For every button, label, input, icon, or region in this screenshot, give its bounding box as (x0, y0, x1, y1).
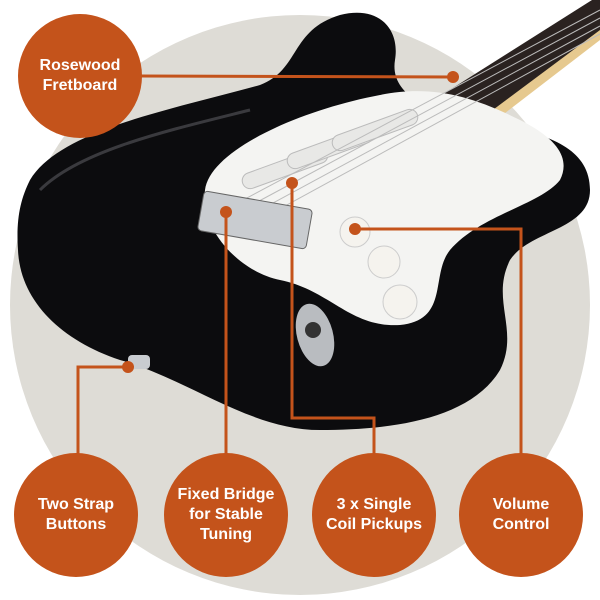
callout-dots (122, 71, 459, 373)
callout-label: Two Strap Buttons (37, 496, 115, 533)
callout-label: Volume Control (492, 496, 550, 533)
callout-pickups: 3 x Single Coil Pickups (312, 453, 436, 577)
callout-volume: Volume Control (459, 453, 583, 577)
callout-label: Fixed Bridge for Stable Tuning (177, 486, 275, 543)
callout-fretboard: Rosewood Fretboard (18, 14, 142, 138)
fretboard (418, 0, 600, 130)
callout-lines (76, 74, 523, 455)
callout-label: Rosewood Fretboard (39, 57, 121, 94)
callout-strap-buttons: Two Strap Buttons (14, 453, 138, 577)
callout-bridge: Fixed Bridge for Stable Tuning (164, 453, 288, 577)
callout-label: 3 x Single Coil Pickups (325, 496, 423, 533)
tone-knob-2 (382, 284, 418, 320)
tone-knob-1 (367, 245, 401, 279)
pickguard (204, 91, 564, 326)
